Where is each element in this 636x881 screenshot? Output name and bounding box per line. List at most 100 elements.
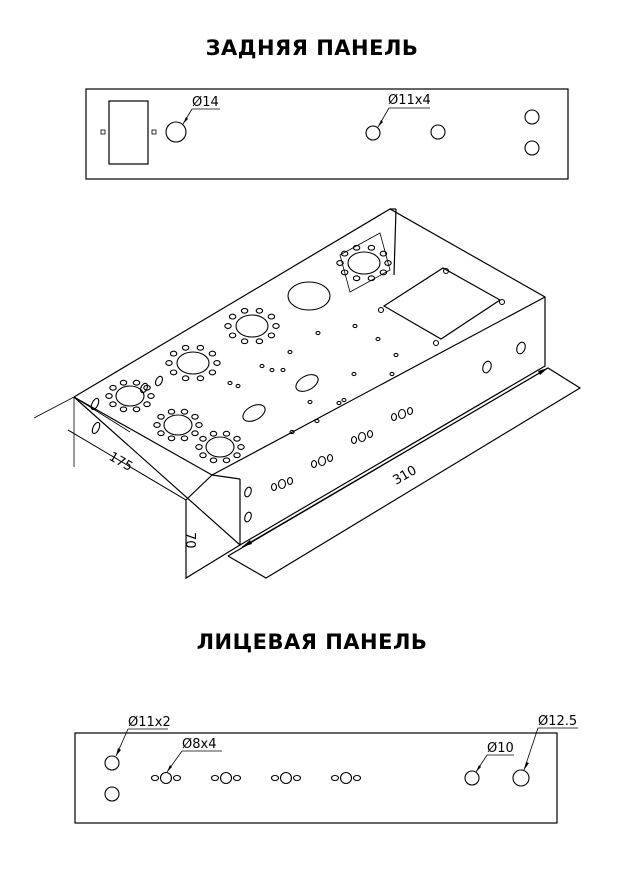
front-panel: Ø11x2 Ø8x4 Ø10 Ø12.5 [74, 714, 578, 824]
top-small-holes [227, 323, 399, 435]
socket-pin-hole [199, 452, 207, 459]
socket-pin-hole [367, 244, 376, 251]
top-small-hole [352, 323, 358, 329]
chassis-isometric: 310 175 70 [33, 208, 582, 580]
tube-socket-6 [205, 436, 235, 458]
top-slot-2 [242, 404, 266, 422]
socket-pin-hole [272, 323, 280, 329]
socket-pin-hole [143, 384, 151, 391]
socket-pin-hole [191, 413, 199, 420]
tube-socket-5-ring [153, 408, 203, 442]
top-small-hole [227, 380, 233, 386]
side-hole [350, 435, 358, 445]
top-small-hole [389, 371, 395, 377]
socket-pin-hole [336, 260, 344, 266]
side-hole [390, 412, 398, 422]
label-d11x4: Ø11x4 [388, 93, 431, 108]
jack-holes-d8 [150, 771, 362, 785]
jack-screw-hole [292, 774, 302, 782]
tube-socket-2 [235, 314, 269, 338]
tube-socket-3-ring [165, 344, 221, 382]
socket-pin-hole [167, 408, 176, 415]
rear-panel-outline [85, 88, 569, 180]
socket-pin-hole [147, 393, 155, 399]
socket-pin-hole [208, 350, 217, 357]
socket-pin-hole [181, 344, 190, 351]
side-hole [406, 406, 414, 416]
socket-pin-hole [352, 275, 361, 282]
socket-pin-hole [196, 344, 205, 351]
jack-screw-hole [150, 774, 160, 782]
socket-pin-hole [379, 269, 388, 276]
socket-pin-hole [255, 338, 264, 345]
socket-pin-hole [153, 422, 161, 428]
socket-pin-hole [196, 375, 205, 382]
tube-socket-5 [163, 414, 193, 436]
side-hole [310, 459, 318, 469]
dim-70: 70 [182, 532, 197, 549]
socket-pin-hole [233, 452, 241, 459]
mount-hole-left [100, 129, 106, 135]
top-small-hole [336, 400, 342, 406]
socket-pin-hole [237, 444, 245, 450]
leader-d14 [182, 108, 220, 125]
large-hole-1 [287, 281, 331, 311]
front-panel-outline [74, 732, 558, 824]
socket-pin-hole [109, 384, 117, 391]
jack-screw-hole [330, 774, 340, 782]
side-hole [326, 453, 334, 463]
socket-pin-hole [209, 457, 218, 464]
socket-pin-hole [143, 401, 151, 408]
socket-pin-hole [167, 435, 176, 442]
socket-pin-hole [384, 260, 392, 266]
socket-pin-hole [165, 360, 173, 366]
tube-socket-6-ring [195, 430, 245, 464]
front-panel-title: ЛИЦЕВАЯ ПАНЕЛЬ [197, 630, 428, 654]
label-d14: Ø14 [192, 95, 219, 110]
jack-screw-hole [270, 774, 280, 782]
hole-d11-a [104, 755, 120, 771]
side-small-holes [270, 406, 414, 492]
socket-pin-hole [267, 313, 276, 320]
socket-pin-hole [340, 250, 349, 257]
side-hole [366, 429, 374, 439]
socket-pin-hole [255, 307, 264, 314]
mains-socket-cutout [108, 100, 149, 165]
jack-screw-hole [232, 774, 242, 782]
socket-pin-hole [240, 338, 249, 345]
top-small-hole [393, 352, 399, 358]
jack-hole [219, 771, 233, 785]
socket-pin-hole [224, 323, 232, 329]
side-hole [286, 476, 294, 486]
socket-pin-hole [222, 430, 231, 437]
top-small-hole [280, 367, 286, 373]
transformer-cutout [382, 267, 502, 340]
chassis-outline [73, 208, 546, 546]
dim-line-310 [241, 367, 549, 548]
socket-pin-hole [119, 406, 128, 413]
jack-hole [279, 771, 293, 785]
socket-pin-hole [181, 375, 190, 382]
hole-d11-3 [524, 109, 540, 125]
socket-pin-hole [222, 457, 231, 464]
top-small-hole [307, 399, 313, 405]
hole-d11-2 [430, 124, 446, 140]
top-small-hole [341, 397, 347, 403]
socket-pin-hole [267, 332, 276, 339]
socket-pin-hole [199, 435, 207, 442]
jack-hole [339, 771, 353, 785]
dim-310: 310 [391, 463, 420, 488]
socket-pin-hole [195, 422, 203, 428]
socket-pin-hole [352, 244, 361, 251]
hole-d12-5 [512, 769, 530, 787]
label-d10: Ø10 [487, 741, 514, 756]
label-d12-5: Ø12.5 [538, 714, 577, 729]
tube-socket-2-ring [224, 307, 280, 345]
socket-pin-hole [119, 379, 128, 386]
top-slot-1 [295, 374, 319, 392]
hole-d11-1 [365, 125, 381, 141]
leader-d11x4 [377, 107, 430, 128]
dim-line-175 [67, 429, 187, 501]
jack-screw-hole [172, 774, 182, 782]
socket-pin-hole [209, 430, 218, 437]
